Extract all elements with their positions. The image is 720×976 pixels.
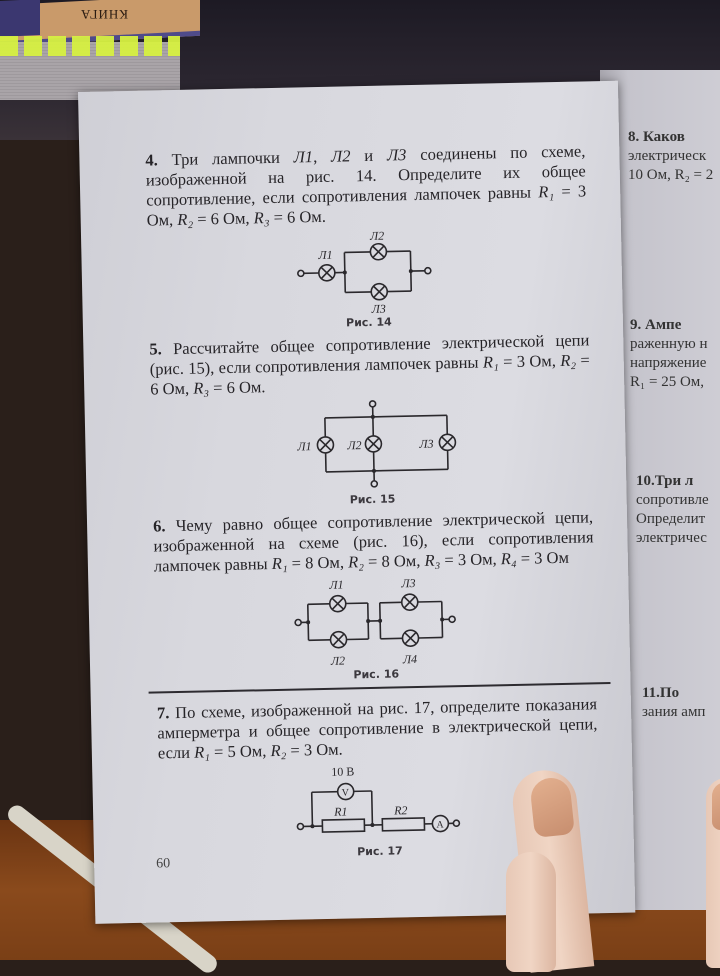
svg-text:Л2: Л2 <box>346 438 361 452</box>
svg-text:R2: R2 <box>393 803 408 817</box>
problem-11-fragment: 11.По зания амп <box>642 684 705 722</box>
hand-holding-page <box>520 770 720 970</box>
figure-15-caption: Рис. 15 <box>153 488 593 510</box>
problem-7: 7. По схеме, изображенной на рис. 17, оп… <box>157 694 598 763</box>
problem-9-fragment: 9. Ампе раженную н напряжение R₁ = 25 Ом… <box>630 316 708 392</box>
page-content: 4. Три лампочки Л1, Л2 и Л3 соединены по… <box>145 141 600 862</box>
finger <box>506 852 556 972</box>
svg-text:Л1: Л1 <box>317 248 332 262</box>
book-spine-text: КНИГА <box>80 6 128 22</box>
svg-text:V: V <box>342 787 350 798</box>
book-cover-band <box>0 0 40 37</box>
page-number: 60 <box>156 856 170 872</box>
svg-text:Л3: Л3 <box>418 437 433 451</box>
problem-8-fragment: 8. Каков электрическ 10 Ом, R₂ = 2 <box>628 128 713 185</box>
fingernail <box>712 782 720 830</box>
problem-5: 5. Рассчитайте общее сопротивление элект… <box>149 330 590 399</box>
svg-text:Л4: Л4 <box>402 652 417 666</box>
figure-16: Л1 Л2 Л3 Л4 <box>291 574 459 667</box>
svg-text:Л2: Л2 <box>330 654 345 668</box>
problem-6: 6. Чему равно общее сопротивление электр… <box>153 507 594 576</box>
svg-text:Л2: Л2 <box>369 229 384 243</box>
svg-text:Л1: Л1 <box>296 439 311 453</box>
figure-14: Л1 Л2 Л3 <box>292 228 444 315</box>
svg-text:Л1: Л1 <box>328 578 343 592</box>
circuit-diagram-14: Л1 Л2 Л3 <box>292 228 444 315</box>
circuit-diagram-16: Л1 Л2 Л3 Л4 <box>291 574 459 667</box>
figure-17: 10 В V A R1 R2 <box>293 761 465 845</box>
figure-14-caption: Рис. 14 <box>149 311 589 333</box>
svg-text:10 В: 10 В <box>331 764 354 778</box>
svg-text:A: A <box>436 819 444 830</box>
svg-text:Л3: Л3 <box>400 576 415 590</box>
circuit-diagram-15: Л1 Л2 Л3 <box>281 397 463 493</box>
problem-4: 4. Три лампочки Л1, Л2 и Л3 соединены по… <box>145 141 587 230</box>
svg-text:Л3: Л3 <box>370 302 385 316</box>
svg-text:R1: R1 <box>333 805 348 819</box>
circuit-diagram-17: 10 В V A R1 R2 <box>293 761 465 845</box>
problem-10-fragment: 10.Три л сопротивле Определит электричес <box>636 472 709 548</box>
sticky-tabs <box>0 36 180 56</box>
figure-16-caption: Рис. 16 <box>156 663 596 685</box>
figure-15: Л1 Л2 Л3 <box>281 397 463 493</box>
